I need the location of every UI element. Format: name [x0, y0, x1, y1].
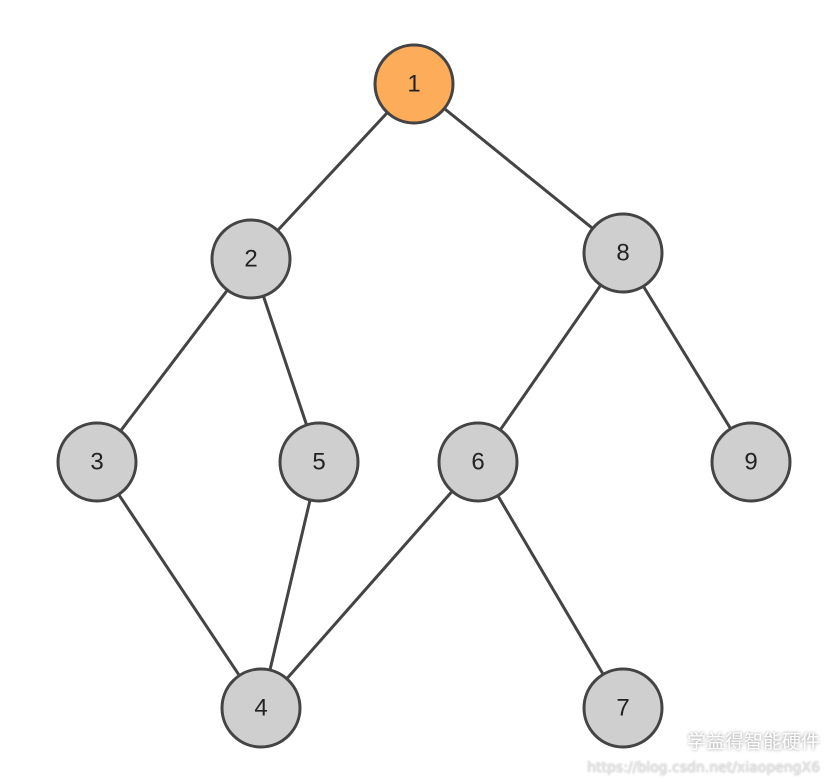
- node-6: 6: [437, 421, 519, 503]
- watermark-text: 学益得智能硬件: [686, 731, 820, 753]
- node-4: 4: [220, 667, 302, 749]
- node-label-2: 2: [244, 245, 257, 272]
- node-label-1: 1: [407, 70, 420, 97]
- edge-2-5: [261, 294, 309, 427]
- node-circle-9: [710, 421, 792, 503]
- node-label-6: 6: [471, 448, 484, 475]
- edge-5-4: [268, 498, 312, 672]
- edge-1-2: [276, 111, 389, 232]
- node-circle-2: [210, 218, 292, 300]
- node-9: 9: [710, 421, 792, 503]
- node-1: 1: [373, 43, 455, 125]
- node-5: 5: [278, 421, 360, 503]
- node-2: 2: [210, 218, 292, 300]
- node-circle-7: [582, 667, 664, 749]
- node-label-7: 7: [616, 694, 629, 721]
- edge-3-4: [117, 492, 241, 678]
- watermark-url: https://blog.csdn.net/xiaopengX6: [587, 760, 820, 776]
- edge-1-8: [442, 107, 595, 230]
- node-label-4: 4: [254, 694, 267, 721]
- edge-6-7: [496, 494, 605, 676]
- node-7: 7: [582, 667, 664, 749]
- node-label-3: 3: [90, 448, 103, 475]
- node-circle-6: [437, 421, 519, 503]
- edge-8-9: [641, 284, 733, 431]
- node-label-9: 9: [744, 448, 757, 475]
- node-label-8: 8: [616, 239, 629, 266]
- node-label-5: 5: [312, 448, 325, 475]
- nodes-layer: 1 2 8 3 5 6 9 4 7: [56, 43, 792, 749]
- watermark: 学益得智能硬件: [655, 727, 820, 754]
- node-circle-1: [373, 43, 455, 125]
- node-circle-4: [220, 667, 302, 749]
- node-circle-5: [278, 421, 360, 503]
- node-circle-8: [582, 212, 664, 294]
- edge-6-4: [285, 489, 454, 681]
- edge-8-6: [498, 283, 603, 432]
- node-circle-3: [56, 421, 138, 503]
- edge-2-3: [119, 288, 229, 433]
- edges-layer: [117, 107, 733, 681]
- node-8: 8: [582, 212, 664, 294]
- wechat-icon: [655, 730, 682, 751]
- node-3: 3: [56, 421, 138, 503]
